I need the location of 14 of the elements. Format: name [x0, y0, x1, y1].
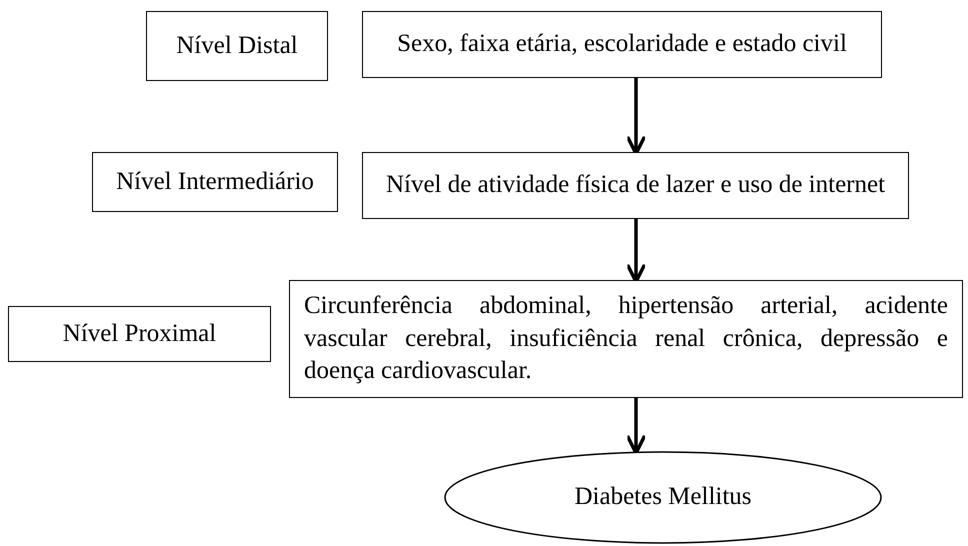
node-text: Nível Proximal	[62, 318, 216, 349]
level-box	[8, 306, 271, 362]
node-text: Nível de atividade física de lazer e uso de internet	[386, 170, 886, 200]
node-text: Sexo, faixa etária, escolaridade e estado civil	[397, 29, 847, 60]
node-text: Nível Intermediário	[116, 166, 314, 197]
factor-box	[289, 280, 963, 398]
node-text: Circunferência abdominal, hipertensão arterial, acidente vascular cerebral, insuficiência renal crônica, depressão e doença cardiovascular.	[303, 291, 949, 386]
node-text: Diabetes Mellitus	[574, 482, 752, 512]
node-text: Nível Distal	[176, 30, 298, 61]
factor-box	[362, 152, 909, 219]
level-box	[146, 11, 328, 81]
outcome-ellipse	[444, 451, 882, 544]
level-box	[92, 152, 338, 212]
factor-box	[362, 11, 882, 78]
